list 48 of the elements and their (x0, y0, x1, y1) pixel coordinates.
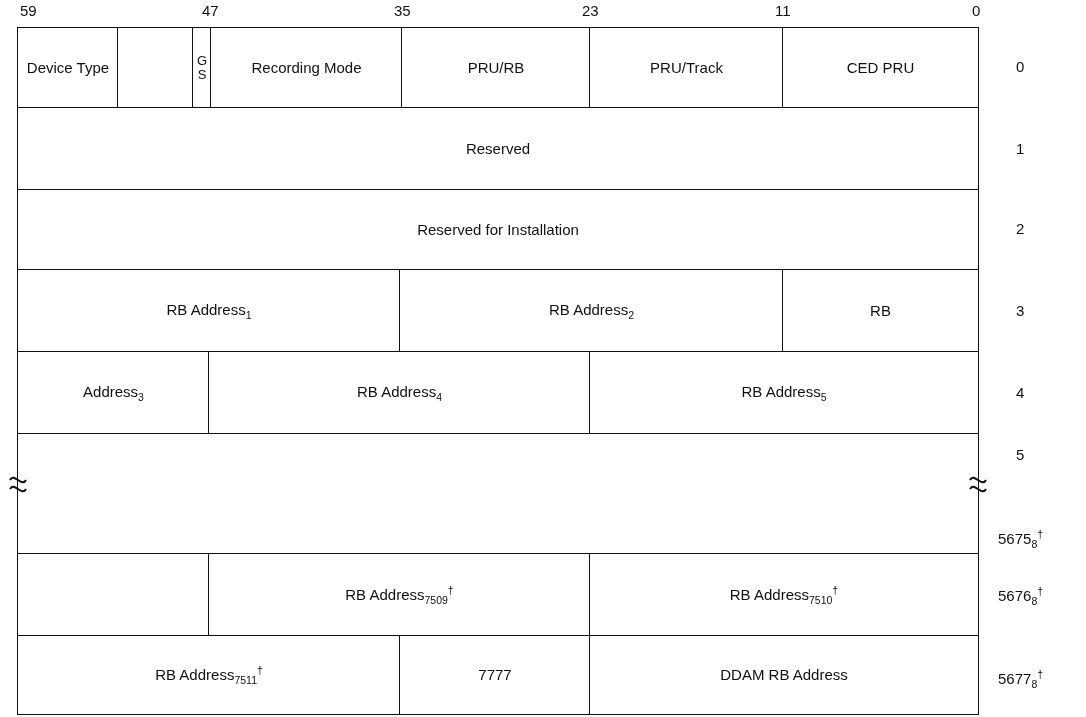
field-cell (782, 269, 979, 353)
word-number: 5 (1016, 446, 1025, 463)
field-cell (782, 27, 979, 109)
field-name: RB Address$_{1}$ (166, 300, 252, 322)
word-number: 4 (1016, 384, 1025, 401)
field-cell (210, 27, 403, 109)
bit-number: 47 (202, 2, 219, 19)
word-number: 2 (1016, 220, 1025, 237)
field-name: 7777 (478, 666, 512, 684)
word-number: 3 (1016, 302, 1025, 319)
field-cell (17, 269, 401, 353)
field-name: PRU/RB (467, 59, 525, 77)
field-name: RB (870, 302, 891, 320)
field-cell (208, 351, 591, 435)
field-cell (399, 635, 591, 715)
field-cell (208, 553, 591, 637)
field-name: CED PRU (846, 59, 915, 77)
field-name: DDAM RB Address (720, 666, 848, 684)
field-cell (401, 27, 591, 109)
field-name: PRU/Track (650, 59, 723, 77)
bit-number: 35 (394, 2, 411, 19)
field-name: Address$_{3}$ (83, 382, 144, 404)
field-cell (17, 107, 979, 191)
field-name: RB Address$_{2}$ (548, 300, 635, 322)
field-name: Recording Mode (251, 59, 362, 77)
field-name: Device Type (26, 59, 110, 77)
field-name: G S (196, 54, 208, 82)
field-cell (17, 635, 401, 715)
field-cell (399, 269, 784, 353)
bit-number: 0 (972, 2, 981, 19)
field-name: Reserved (465, 140, 531, 158)
field-name: Reserved for Installation (417, 221, 579, 239)
bit-number: 11 (775, 2, 791, 19)
empty-field-cell (17, 433, 979, 555)
bit-number: 23 (582, 2, 599, 19)
field-cell (589, 351, 979, 435)
field-cell (589, 553, 979, 637)
bit-number: 59 (20, 2, 37, 19)
word-number: 0 (1016, 58, 1025, 75)
empty-field-cell (117, 27, 194, 109)
field-cell (17, 351, 210, 435)
field-name: RB Address$_{5}$ (741, 382, 827, 404)
field-cell (589, 635, 979, 715)
field-cell (17, 27, 119, 109)
field-cell (17, 189, 979, 271)
field-name: RB Address$_{4}$ (356, 382, 443, 404)
word-number: 1 (1016, 140, 1025, 157)
field-cell (589, 27, 784, 109)
